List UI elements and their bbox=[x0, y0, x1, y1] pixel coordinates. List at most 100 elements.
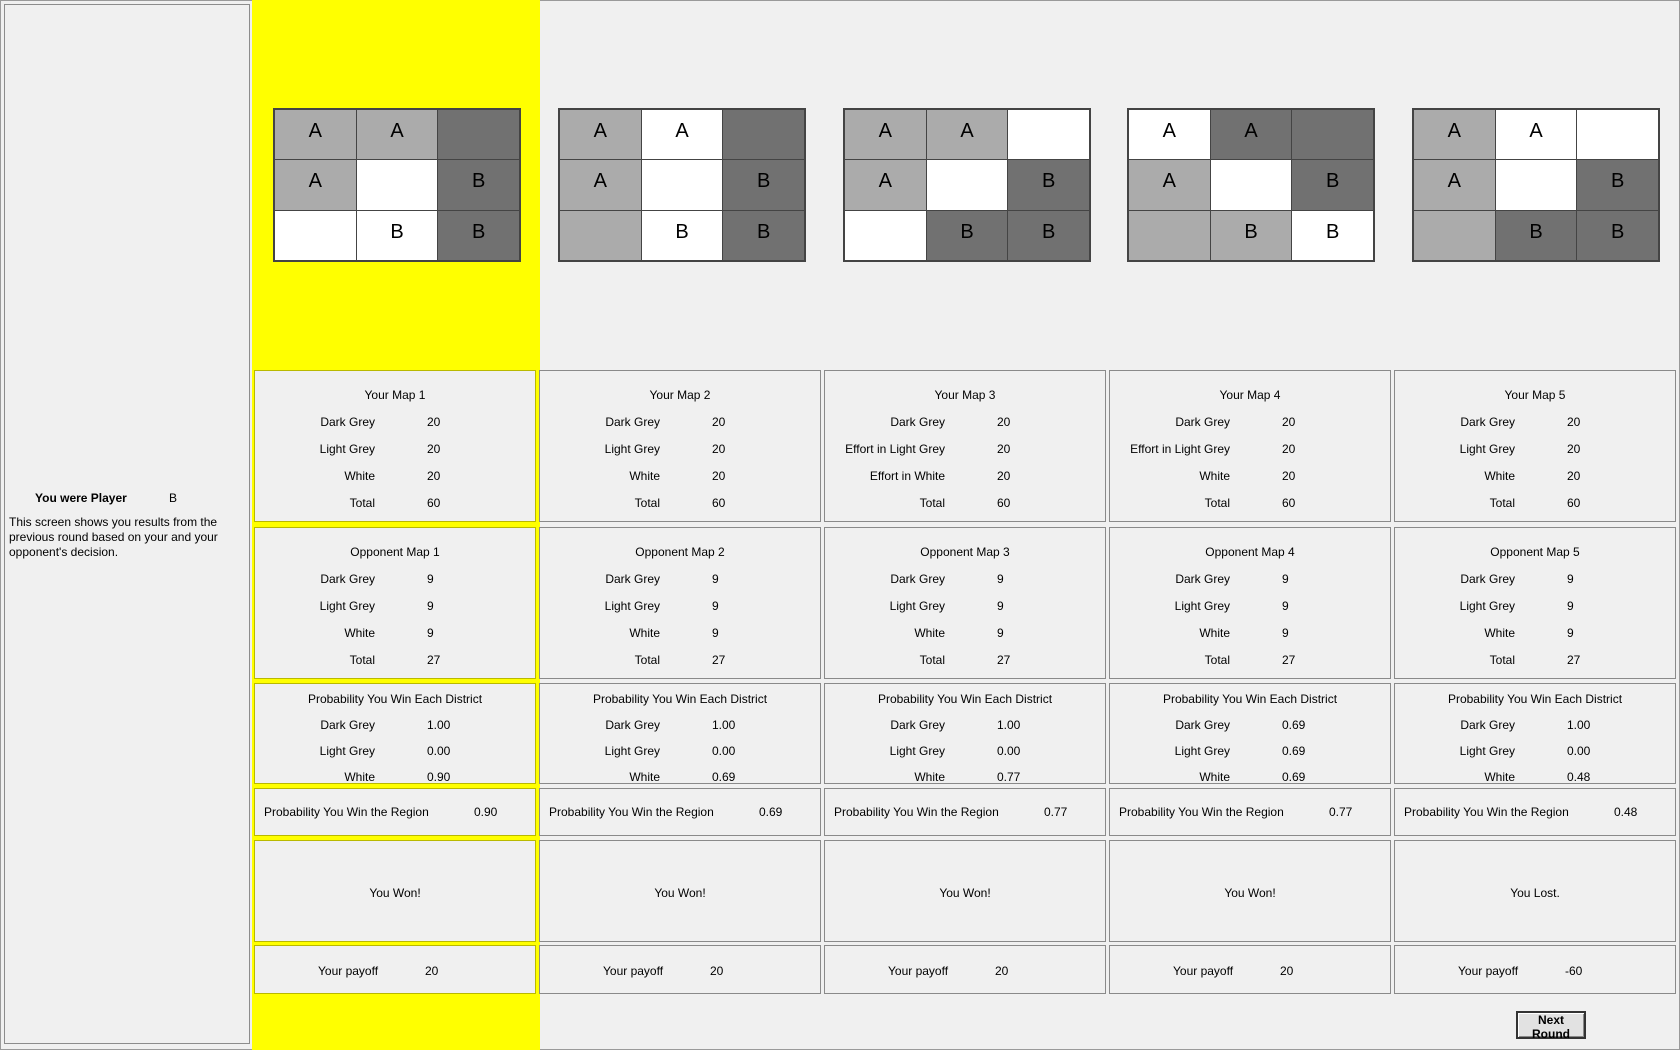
map-cell: B bbox=[641, 210, 723, 260]
row-value: 9 bbox=[1282, 572, 1289, 586]
box-title: Your Map 5 bbox=[1504, 388, 1566, 402]
region-value: 0.77 bbox=[1044, 805, 1068, 819]
outcome-text: You Won! bbox=[939, 886, 991, 900]
row-value: 27 bbox=[712, 653, 726, 667]
payoff-value: 20 bbox=[710, 964, 724, 978]
row-value: 9 bbox=[997, 626, 1004, 640]
map-cell bbox=[1129, 210, 1210, 260]
map-cell bbox=[1577, 110, 1658, 160]
map-cell: A bbox=[845, 110, 926, 160]
map-cell: A bbox=[275, 160, 356, 210]
row-label: White bbox=[914, 626, 945, 640]
row-value: 20 bbox=[1567, 415, 1581, 429]
row-label: Light Grey bbox=[604, 442, 660, 456]
row-label: Effort in White bbox=[869, 469, 945, 483]
row-label: Total bbox=[634, 653, 660, 667]
row-value: 9 bbox=[1282, 626, 1289, 640]
map-cell: A bbox=[1414, 110, 1495, 160]
map-cell: B bbox=[1008, 210, 1089, 260]
map-cell bbox=[438, 110, 519, 160]
box-title: Your Map 4 bbox=[1219, 388, 1281, 402]
box-title: Opponent Map 5 bbox=[1490, 545, 1580, 559]
box-title: Opponent Map 4 bbox=[1205, 545, 1295, 559]
map-cell bbox=[1292, 110, 1373, 160]
box-title: Probability You Win Each District bbox=[1162, 692, 1338, 706]
row-value: 1.00 bbox=[1567, 718, 1591, 732]
row-value: 20 bbox=[1282, 469, 1296, 483]
map-cell: A bbox=[1495, 110, 1577, 160]
map-cell: B bbox=[1577, 210, 1658, 260]
row-label: Light Grey bbox=[604, 599, 660, 613]
map-cell bbox=[1414, 210, 1495, 260]
map-cell: B bbox=[723, 210, 804, 260]
row-label: Dark Grey bbox=[320, 572, 375, 586]
map-cell bbox=[1008, 110, 1089, 160]
row-label: White bbox=[1484, 469, 1515, 483]
map-cell: A bbox=[275, 110, 356, 160]
row-value: 9 bbox=[1567, 599, 1574, 613]
row-label: Total bbox=[1204, 653, 1230, 667]
row-label: Light Grey bbox=[604, 744, 660, 758]
row-label: White bbox=[914, 770, 945, 784]
map-cell: B bbox=[438, 210, 519, 260]
row-label: Light Grey bbox=[319, 744, 375, 758]
outcome-box: You Won! bbox=[254, 840, 536, 942]
row-value: 1.00 bbox=[712, 718, 736, 732]
next-round-button[interactable]: Next Round bbox=[1516, 1011, 1586, 1041]
row-value: 0.00 bbox=[1567, 744, 1591, 758]
row-value: 20 bbox=[1282, 415, 1296, 429]
region-label: Probability You Win the Region bbox=[834, 805, 999, 819]
box-title: Probability You Win Each District bbox=[307, 692, 483, 706]
info-panel: You were Player B This screen shows you … bbox=[4, 4, 250, 1044]
map-cell bbox=[926, 160, 1008, 210]
outcome-text: You Won! bbox=[369, 886, 421, 900]
payoff-box: Your payoff-60 bbox=[1394, 945, 1676, 994]
row-value: 27 bbox=[1282, 653, 1296, 667]
box-title: Opponent Map 1 bbox=[350, 545, 440, 559]
map-cell: B bbox=[438, 160, 519, 210]
row-value: 0.69 bbox=[712, 770, 736, 784]
row-label: White bbox=[344, 469, 375, 483]
row-label: Dark Grey bbox=[320, 718, 375, 732]
row-value: 0.00 bbox=[997, 744, 1021, 758]
payoff-label: Your payoff bbox=[603, 964, 664, 978]
box-title: Opponent Map 3 bbox=[920, 545, 1010, 559]
row-label: Light Grey bbox=[1174, 599, 1230, 613]
box-title: Your Map 2 bbox=[649, 388, 711, 402]
row-value: 20 bbox=[427, 442, 441, 456]
box-title: Probability You Win Each District bbox=[877, 692, 1053, 706]
row-label: Dark Grey bbox=[605, 415, 660, 429]
row-value: 9 bbox=[997, 572, 1004, 586]
